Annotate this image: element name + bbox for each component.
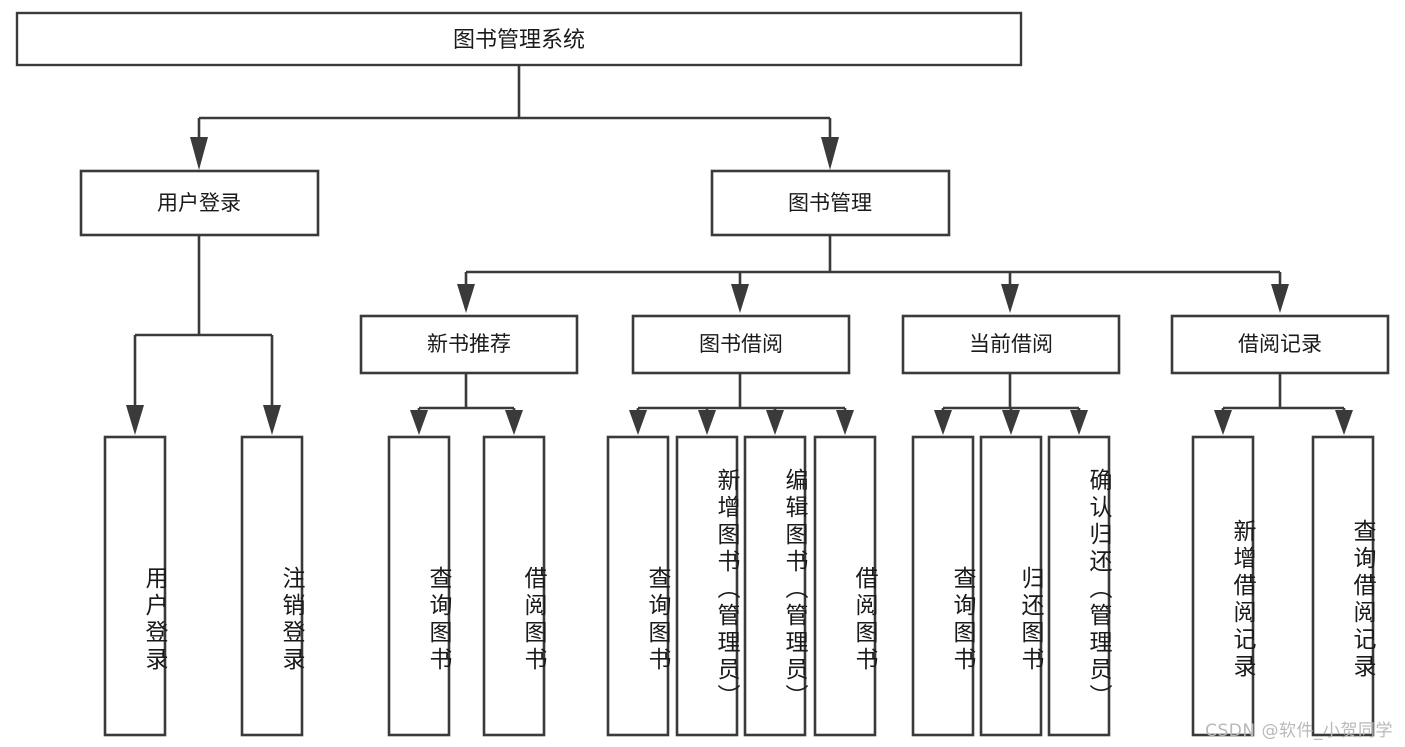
node-book-borrow[interactable] (631, 314, 851, 375)
node-root-book-management-system[interactable] (15, 11, 1023, 67)
node-leaf-query-book-bb[interactable] (606, 435, 670, 737)
arrow-to-leaf-add-record (1214, 410, 1232, 435)
connectors-user-login-leaves (126, 235, 281, 435)
connectors-new-book-leaves (410, 373, 523, 435)
arrow-to-leaf-user-login (126, 405, 144, 435)
node-leaf-user-login[interactable] (103, 435, 167, 737)
arrow-to-leaf-query-book-nb (410, 410, 428, 435)
arrow-to-borrow-record (1271, 284, 1289, 313)
node-book-management[interactable] (710, 169, 951, 237)
node-user-login-label: 用户登录 (157, 191, 241, 215)
connectors-current-borrow-leaves (934, 373, 1088, 435)
arrow-to-book-borrow (731, 284, 749, 313)
arrow-to-book-mgmt (821, 137, 839, 170)
node-leaf-return-book[interactable] (979, 435, 1043, 737)
node-borrow-record-label: 借阅记录 (1238, 332, 1322, 356)
arrow-to-leaf-logout (263, 405, 281, 435)
node-user-login[interactable] (79, 169, 320, 237)
node-borrow-record[interactable] (1170, 314, 1390, 375)
arrow-to-leaf-borrow-book-nb (505, 410, 523, 435)
connectors-borrow-record-leaves (1214, 373, 1353, 435)
node-new-book-recommend[interactable] (359, 314, 579, 375)
arrow-to-current-borrow (1001, 284, 1019, 313)
connectors-book-borrow-leaves (629, 373, 854, 435)
node-book-borrow-label: 图书借阅 (699, 332, 783, 356)
arrow-to-leaf-edit-book (766, 410, 784, 435)
node-new-book-recommend-label: 新书推荐 (427, 332, 511, 356)
connectors-book-mgmt-to-level3 (457, 235, 1289, 313)
node-current-borrow[interactable] (901, 314, 1121, 375)
node-leaf-confirm-return[interactable] (1047, 435, 1111, 737)
arrow-to-leaf-query-book-cb (934, 410, 952, 435)
arrow-to-leaf-add-book (698, 410, 716, 435)
arrow-to-leaf-confirm-return (1070, 410, 1088, 435)
node-leaf-query-record[interactable] (1311, 435, 1375, 737)
node-current-borrow-label: 当前借阅 (969, 332, 1053, 356)
node-leaf-logout[interactable] (240, 435, 304, 737)
connectors-root-to-level2 (190, 65, 839, 170)
node-leaf-borrow-book-bb[interactable] (813, 435, 877, 737)
node-leaf-add-book[interactable] (675, 435, 739, 737)
arrow-to-leaf-borrow-book-bb (836, 410, 854, 435)
watermark-text: CSDN @软件_小贺同学 (1205, 721, 1393, 741)
node-leaf-borrow-book-nb[interactable] (482, 435, 546, 737)
arrow-to-user-login (190, 137, 208, 170)
node-leaf-add-record[interactable] (1191, 435, 1255, 737)
node-leaf-query-book-nb[interactable] (387, 435, 451, 737)
arrow-to-leaf-query-book-bb (629, 410, 647, 435)
arrow-to-leaf-query-record (1335, 410, 1353, 435)
arrow-to-leaf-return-book (1002, 410, 1020, 435)
node-root-label: 图书管理系统 (453, 28, 585, 53)
node-book-management-label: 图书管理 (788, 191, 872, 215)
node-leaf-query-book-cb[interactable] (911, 435, 975, 737)
arrow-to-new-book (457, 284, 475, 313)
node-leaf-edit-book[interactable] (743, 435, 807, 737)
